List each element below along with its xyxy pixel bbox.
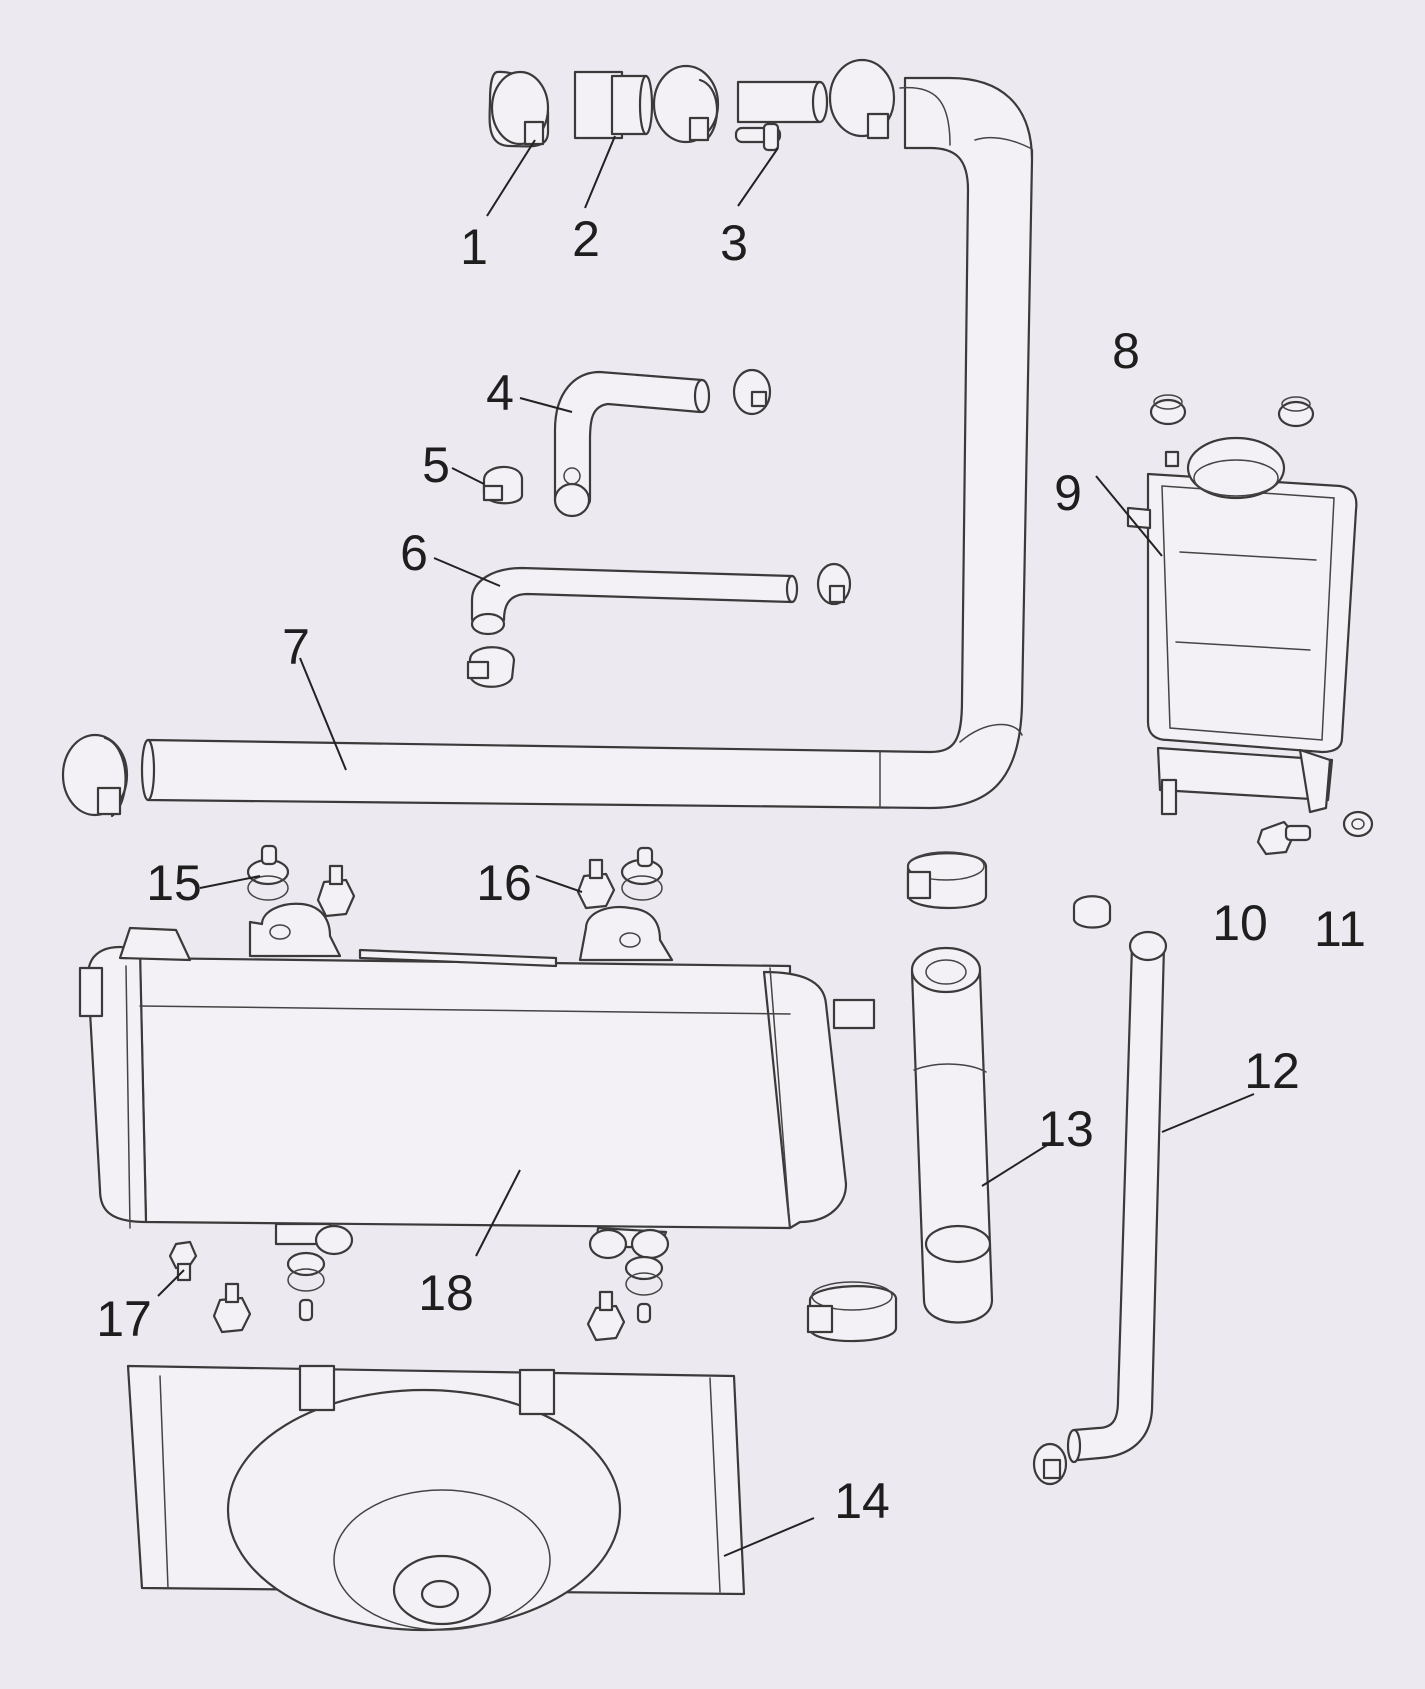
- hose-clamp-12-top: [1072, 895, 1112, 929]
- hose-clamp-12-bottom: [1032, 1442, 1068, 1486]
- radiator-hose-7: [140, 76, 1034, 810]
- radiator-18: [78, 902, 876, 1260]
- callout-labels: 1 2 3 4 5 6 7 8 9 10 11 12 13 14 15 16 1…: [96, 211, 1366, 1529]
- callout-5: 5: [422, 437, 450, 493]
- callout-11: 11: [1314, 901, 1366, 957]
- leader-lines: [157, 135, 1255, 1557]
- callout-1: 1: [460, 219, 488, 275]
- callout-3: 3: [720, 215, 748, 271]
- bolt-10: [1256, 820, 1312, 856]
- callout-17: 17: [96, 1291, 152, 1347]
- hose-clamp-13-bottom: [806, 1281, 898, 1343]
- grommet-16: [620, 846, 664, 901]
- callout-2: 2: [572, 211, 600, 267]
- washer-11: [1342, 810, 1374, 838]
- bypass-hose-4: [553, 370, 711, 518]
- callout-16: 16: [476, 855, 532, 911]
- callout-4: 4: [486, 365, 514, 421]
- overflow-hose-6: [470, 566, 799, 636]
- bolt-15: [316, 864, 356, 918]
- t-connector-3: [734, 80, 829, 152]
- callout-9: 9: [1054, 465, 1082, 521]
- callout-10: 10: [1212, 895, 1268, 951]
- hose-clamp-top-right: [828, 58, 896, 140]
- callout-7: 7: [282, 619, 310, 675]
- hose-clamp-7: [61, 733, 129, 818]
- callout-14: 14: [834, 1473, 890, 1529]
- callout-15: 15: [146, 855, 202, 911]
- callout-6: 6: [400, 525, 428, 581]
- hose-clamp-5: [482, 465, 524, 505]
- callout-12: 12: [1244, 1043, 1300, 1099]
- callout-8: 8: [1112, 323, 1140, 379]
- hose-connector-2: [573, 70, 654, 140]
- callout-13: 13: [1038, 1101, 1094, 1157]
- grommet-15: [246, 844, 290, 901]
- hose-clamp-6-right: [816, 562, 852, 606]
- coolant-hose-12: [1066, 930, 1168, 1464]
- expansion-tank-9: [1126, 436, 1358, 816]
- hose-clamp-13-top: [906, 851, 988, 910]
- grommet-bottom-right: [624, 1255, 664, 1324]
- hose-clamp-1: [488, 70, 550, 148]
- hose-clamp-2b: [652, 64, 720, 144]
- grommet-8-left: [1149, 394, 1187, 426]
- radiator-hose-13: [910, 946, 994, 1324]
- hose-clamp-4: [732, 368, 772, 416]
- callout-18: 18: [418, 1265, 474, 1321]
- fan-shroud-14: [126, 1364, 746, 1632]
- bolt-bottom-right: [586, 1290, 626, 1342]
- bolt-17: [168, 1240, 198, 1282]
- bolt-16: [576, 858, 616, 910]
- grommet-8-right: [1277, 396, 1315, 428]
- bolt-17b: [212, 1282, 252, 1334]
- hose-clamp-6-left: [466, 646, 516, 688]
- grommet-bottom-left: [286, 1251, 326, 1322]
